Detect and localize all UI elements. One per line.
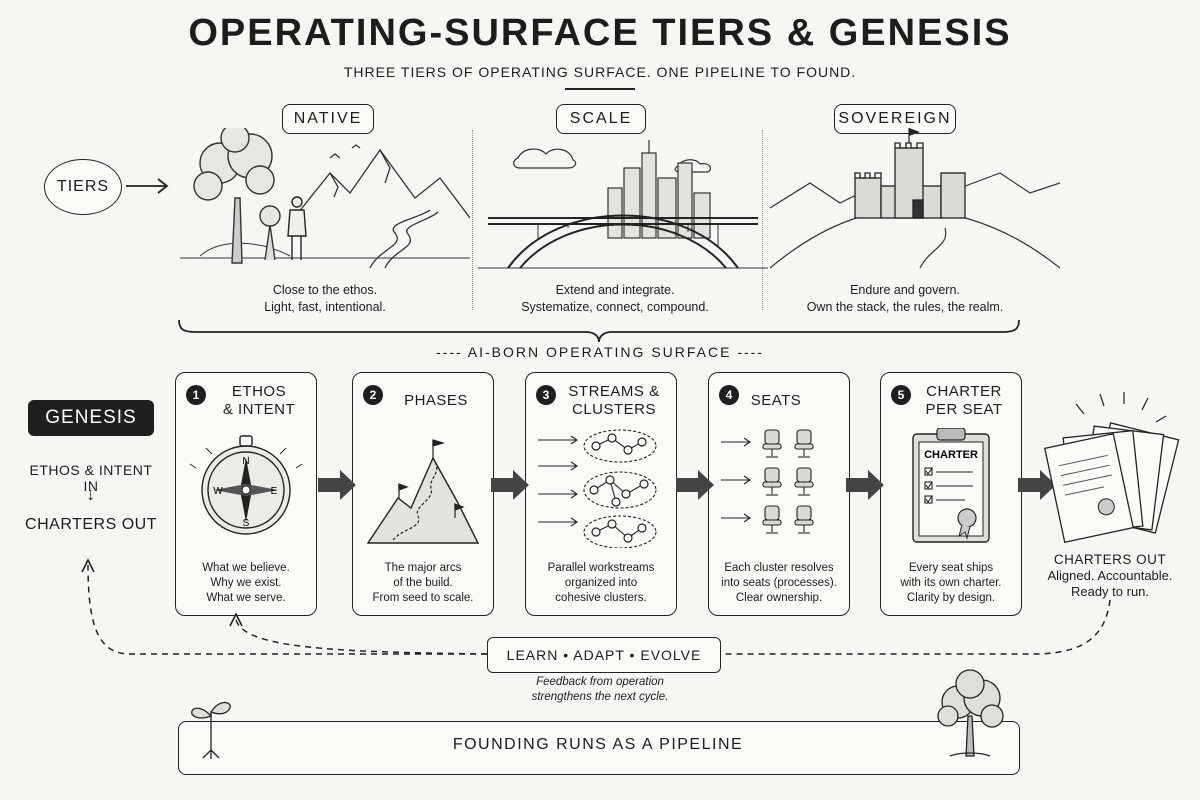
sprout-icon xyxy=(186,690,236,760)
pipeline-label: FOUNDING RUNS AS A PIPELINE xyxy=(178,736,1018,754)
learn-adapt-evolve-pill: LEARN • ADAPT • EVOLVE xyxy=(487,637,721,673)
grown-tree-icon xyxy=(930,668,1010,760)
feedback-line: Feedback from operation xyxy=(450,675,750,690)
feedback-line: strengthens the next cycle. xyxy=(450,690,750,705)
feedback-note: Feedback from operation strengthens the … xyxy=(450,675,750,705)
